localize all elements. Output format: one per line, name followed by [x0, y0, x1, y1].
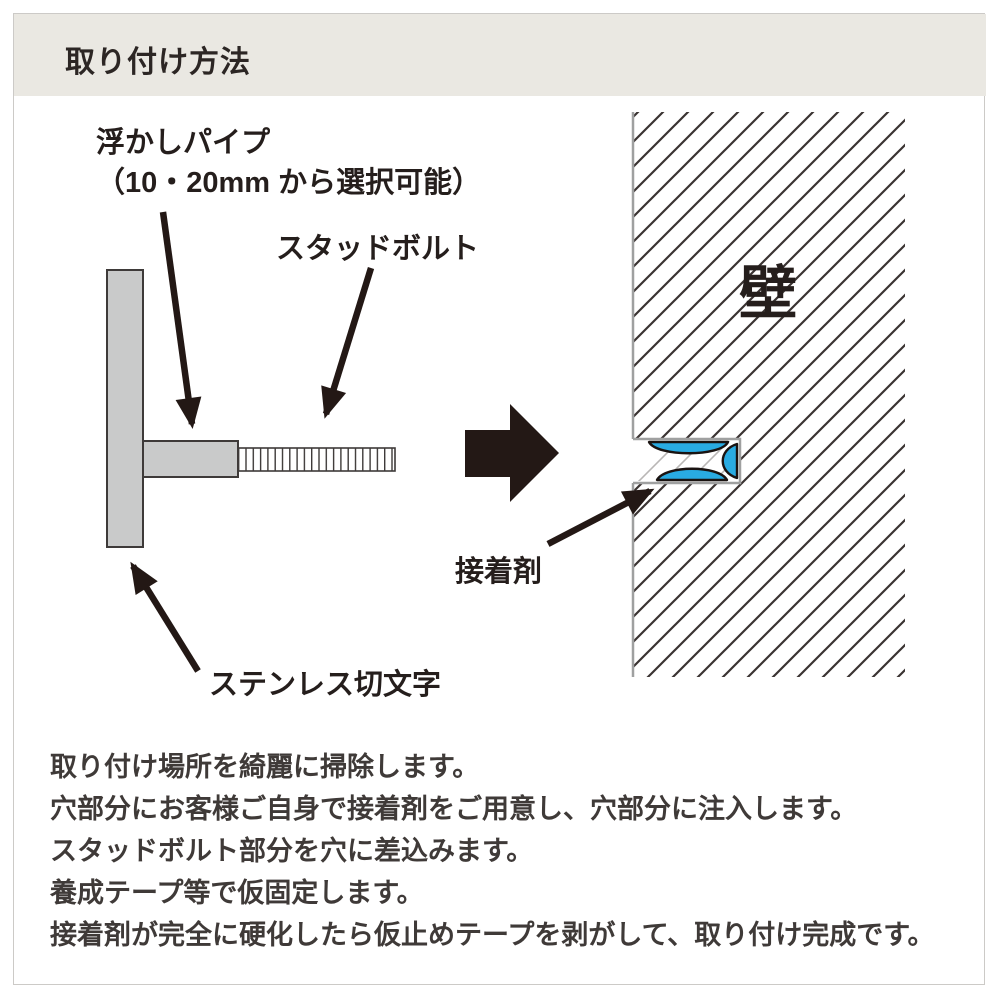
- stainless-letter-label: ステンレス切文字: [209, 669, 442, 701]
- instruction-step-2: 穴部分にお客様ご自身で接着剤をご用意し、穴部分に注入します。: [50, 794, 858, 824]
- wall-hatched-area: [632, 112, 905, 677]
- adhesive-right-blob: [721, 442, 739, 480]
- page-title: 取り付け方法: [65, 46, 251, 79]
- arrow-to-pipe: [159, 211, 202, 429]
- label-arrows: [130, 211, 655, 673]
- wall-label: 壁: [739, 261, 798, 326]
- arrow-to-stud-bolt: [321, 267, 375, 419]
- instruction-step-1: 取り付け場所を綺麗に掃除します。: [50, 752, 480, 782]
- adhesive-bottom-blob: [655, 467, 729, 482]
- letter-plate: [106, 269, 144, 548]
- adhesive-top-blob: [647, 440, 730, 455]
- adhesive-blobs: [647, 440, 739, 482]
- instruction-step-4: 養成テープ等で仮固定します。: [50, 878, 424, 908]
- stud-bolt-rod: [237, 447, 396, 472]
- instruction-steps: 取り付け場所を綺麗に掃除します。 穴部分にお客様ご自身で接着剤をご用意し、穴部分…: [50, 746, 935, 956]
- float-pipe-label-line1: 浮かしパイプ: [96, 127, 271, 159]
- instruction-step-3: スタッドボルト部分を穴に差込みます。: [50, 836, 534, 866]
- float-pipe-label-line2: （10・20mm から選択可能）: [96, 167, 482, 199]
- arrow-to-letter-plate: [130, 561, 201, 673]
- arrow-to-adhesive: [546, 488, 655, 547]
- wall-hole-outline: [633, 437, 742, 485]
- instruction-step-5: 接着剤が完全に硬化したら仮止めテープを剥がして、取り付け完成です。: [50, 920, 935, 950]
- float-pipe: [142, 440, 239, 478]
- header-bar: [14, 14, 986, 96]
- float-pipe-label: 浮かしパイプ （10・20mm から選択可能）: [96, 123, 481, 203]
- flow-arrow: [465, 404, 559, 502]
- adhesive-label: 接着剤: [455, 556, 543, 588]
- stud-bolt-label: スタッドボルト: [276, 233, 480, 265]
